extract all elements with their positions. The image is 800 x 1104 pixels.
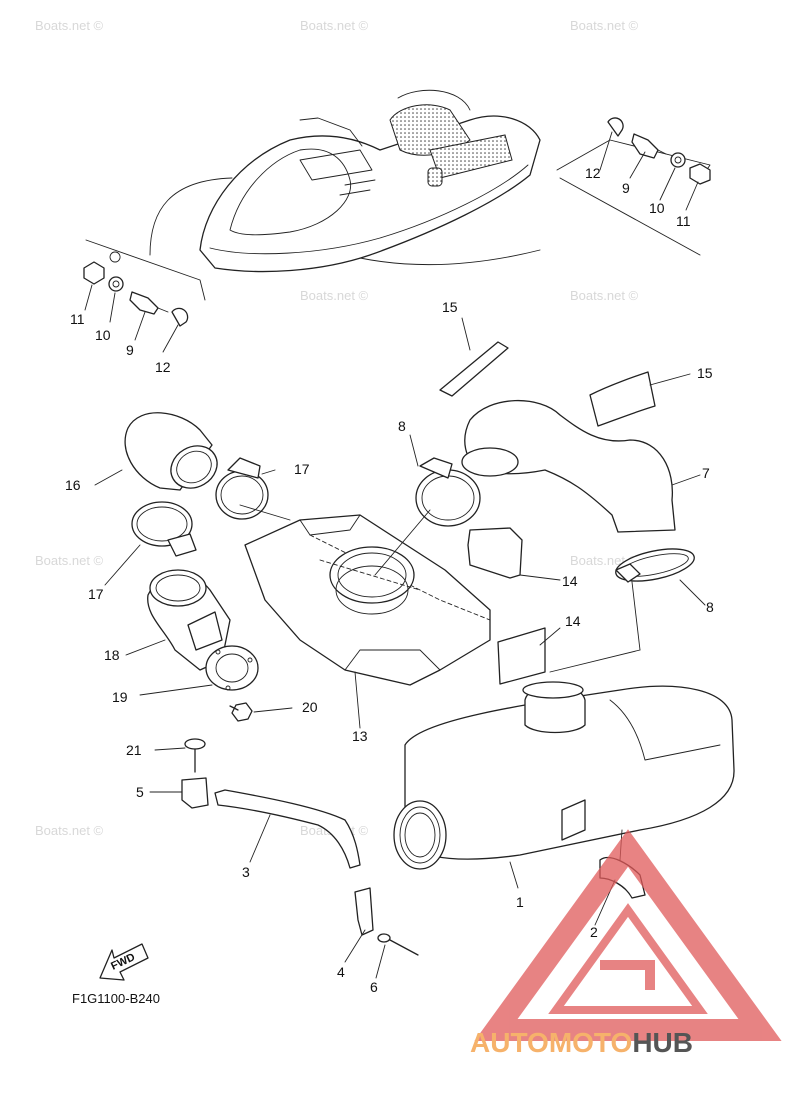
clamp-17-lower [131,501,197,557]
brand-logo [474,829,782,1041]
callout-17-upper: 17 [294,461,310,477]
clamp-17-upper [215,457,269,520]
callout-9-left: 9 [126,342,134,358]
callout-15-upper: 15 [442,299,458,315]
callout-14-lower: 14 [565,613,581,629]
callout-13: 13 [352,728,368,744]
clamp-8-upper [415,457,481,527]
bracket-4 [354,887,374,936]
pad-14-upper [467,527,523,579]
callout-4: 4 [337,964,345,980]
callout-9-right: 9 [622,180,630,196]
pad-15-right [589,371,656,427]
watermark: Boats.net © [300,18,369,33]
callout-15-right: 15 [697,365,713,381]
gasket-19 [205,645,259,691]
watercraft-illustration [85,89,711,301]
hose-16 [124,412,218,491]
duct-7-end [461,447,519,477]
callout-11-right: 11 [676,213,691,229]
callout-6: 6 [370,979,378,995]
callout-12-left: 12 [155,359,171,375]
callout-17-lower: 17 [88,586,104,602]
callout-21: 21 [126,742,142,758]
figure-code: F1G1100-B240 [72,991,160,1006]
screw-6 [377,933,419,956]
muffler-13 [244,514,491,686]
callout-11-left: 11 [70,311,85,327]
callout-12-right: 12 [585,165,601,181]
clamp-8-lower [615,548,695,583]
watermark: Boats.net © [35,553,104,568]
callout-10-left: 10 [95,327,111,343]
pad-14-lower [497,627,546,685]
bolt-21 [184,738,206,773]
watermark: Boats.net © [35,18,104,33]
pad-15-upper [439,341,509,397]
callout-20: 20 [302,699,318,715]
callout-19: 19 [112,689,128,705]
watermark: Boats.net © [570,288,639,303]
callout-8-upper: 8 [398,418,406,434]
brand-part1: AUTOMOTO [470,1027,632,1058]
callout-16: 16 [65,477,81,493]
callout-3: 3 [242,864,250,880]
drain-plug-group-left [83,251,189,327]
callout-14-upper: 14 [562,573,578,589]
callout-1: 1 [516,894,524,910]
elbow-18 [147,569,231,671]
bolt-20 [229,702,253,722]
drain-plug-group-right [607,117,711,185]
callout-5: 5 [136,784,144,800]
callout-10-right: 10 [649,200,665,216]
callout-8-lower: 8 [706,599,714,615]
callout-7: 7 [702,465,710,481]
water-box-1 [393,681,735,870]
watermark: Boats.net © [570,18,639,33]
brand-part2: HUB [632,1027,693,1058]
callout-2: 2 [590,924,598,940]
brand-wordmark: AUTOMOTOHUB [470,1027,693,1058]
leader-lines [84,131,706,979]
bracket-5 [181,777,209,809]
callout-labels: 1 2 3 4 5 6 7 8 8 9 9 10 10 11 11 12 12 … [65,165,714,995]
fwd-arrow: FWD [99,943,149,981]
strap-3 [214,789,361,869]
watermark: Boats.net © [300,288,369,303]
watermark: Boats.net © [35,823,104,838]
callout-18: 18 [104,647,120,663]
